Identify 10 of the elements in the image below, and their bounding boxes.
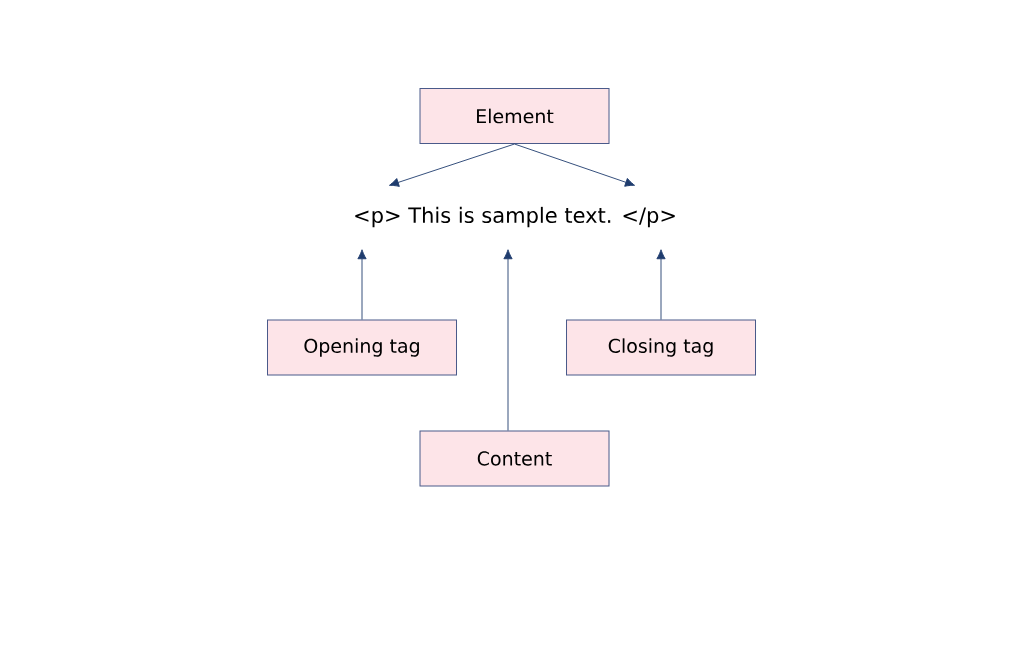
arrow (389, 143, 515, 187)
label-box: Element (419, 88, 610, 144)
label-box: Closing tag (566, 319, 756, 376)
arrow (357, 249, 367, 320)
arrow (656, 249, 666, 320)
label-box: Content (419, 430, 610, 487)
label-box: Opening tag (267, 319, 457, 376)
arrow (514, 143, 635, 187)
html-code-text: <p> This is sample text. </p> (355, 206, 675, 228)
arrow (503, 249, 513, 431)
